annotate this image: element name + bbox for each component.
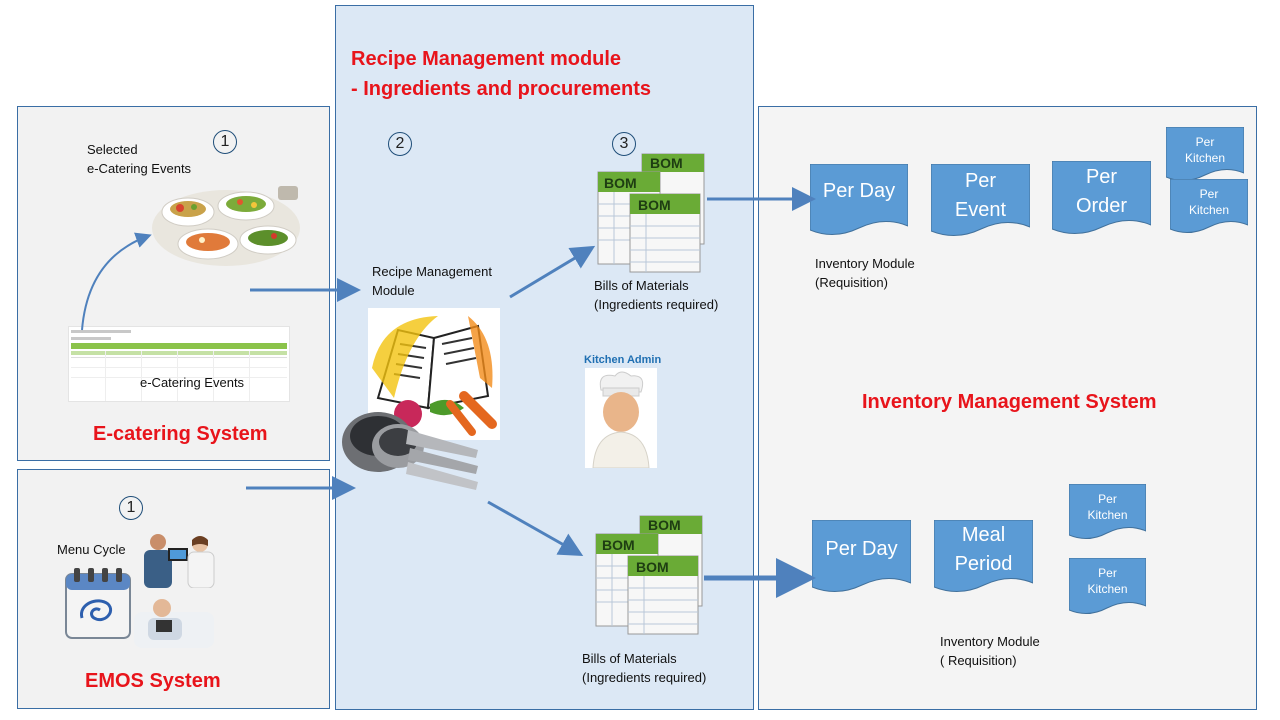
bom-tag: BOM [604, 175, 637, 191]
doc-label: Per Event [954, 170, 1007, 221]
bom-top-label: Bills of Materials (Ingredients required… [594, 278, 719, 312]
arrow-recipe-to-bom-top [509, 245, 596, 299]
recipe-module-title-2: - Ingredients and procurements [351, 78, 652, 100]
emos-system-title: EMOS System [85, 670, 221, 692]
doc-label: Per Kitchen [1188, 187, 1230, 217]
doc-label: Per Day [825, 538, 898, 560]
bom-sheets-top: BOM BOM BOM [596, 152, 708, 274]
doc-label: Per Kitchen [1087, 492, 1128, 522]
doc-per-day-bottom: Per Day [812, 520, 911, 595]
step-1-badge: 1 [213, 130, 237, 154]
doc-per-event-top: Per Event [931, 164, 1030, 239]
doc-label: Per Kitchen [1087, 566, 1128, 596]
selected-events-label: Selected e-Catering Events [87, 142, 192, 176]
recipe-module-label: Recipe Management Module [372, 264, 492, 298]
menu-cycle-label: Menu Cycle [57, 542, 126, 557]
doc-per-kitchen-bottom-1: Per Kitchen [1069, 484, 1146, 541]
doc-per-kitchen-bottom-2: Per Kitchen [1069, 558, 1146, 616]
inventory-system-title: Inventory Management System [862, 391, 1157, 413]
chef-avatar [585, 368, 657, 469]
arrow-select-events [81, 232, 152, 331]
doc-per-kitchen-top-1: Per Kitchen [1166, 127, 1244, 183]
doc-per-order-top: Per Order [1052, 161, 1151, 237]
events-table-thumbnail [68, 326, 290, 402]
recipe-module-title-1: Recipe Management module [351, 48, 622, 70]
bom-tag: BOM [638, 197, 671, 213]
doc-meal-period-bottom: Meal Period [934, 520, 1033, 595]
inventory-module-bottom-label: Inventory Module ( Requisition) [940, 634, 1040, 668]
step-1-badge-emos: 1 [119, 496, 143, 520]
measuring-cups-image [338, 400, 483, 495]
bom-sheets-bottom: BOM BOM BOM [594, 514, 706, 636]
step-2-badge: 2 [388, 132, 412, 156]
ecatering-system-title: E-catering System [93, 423, 268, 445]
inventory-module-top-label: Inventory Module (Requisition) [815, 256, 915, 290]
doc-per-kitchen-top-2: Per Kitchen [1170, 179, 1248, 235]
catering-food-image [150, 178, 302, 270]
bom-bottom-label: Bills of Materials (Ingredients required… [582, 651, 707, 685]
bom-tag: BOM [636, 559, 669, 575]
doc-label: Per Order [1075, 166, 1128, 217]
patient-image [134, 592, 214, 648]
bom-tag: BOM [648, 517, 681, 533]
doctor-patient-image [138, 532, 218, 589]
doc-label: Per Kitchen [1184, 135, 1226, 165]
calendar-icon [64, 566, 132, 640]
doc-per-day-top: Per Day [810, 164, 908, 238]
events-table-label: e-Catering Events [140, 375, 245, 390]
arrow-recipe-to-bom-bottom [487, 500, 584, 556]
doc-label: Per Day [822, 180, 896, 202]
bom-tag: BOM [602, 537, 635, 553]
doc-label: Meal Period [954, 524, 1013, 575]
bom-tag: BOM [650, 155, 683, 171]
step-3-badge: 3 [612, 132, 636, 156]
kitchen-admin-label: Kitchen Admin [584, 354, 662, 366]
